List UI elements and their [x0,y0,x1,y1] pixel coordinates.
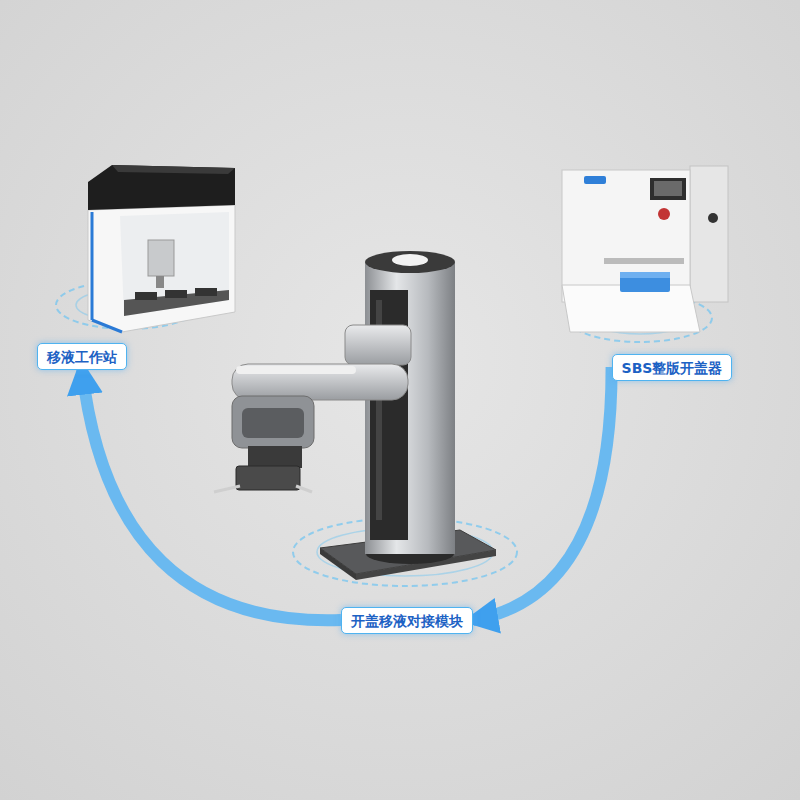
node-label: 开盖移液对接模块 [351,613,463,629]
robot-arm-figure [214,251,496,580]
workstation-figure [88,165,235,332]
decapper-figure [562,166,728,332]
label-pill: 移液工作站 [37,343,127,370]
node-label: SBS整版开盖器 [622,360,723,376]
node-label: 移液工作站 [47,349,117,365]
flow-arrow [82,370,341,621]
flow-arrow [473,367,612,620]
label-pill: SBS整版开盖器 [612,354,733,381]
label-pill: 开盖移液对接模块 [341,607,473,634]
